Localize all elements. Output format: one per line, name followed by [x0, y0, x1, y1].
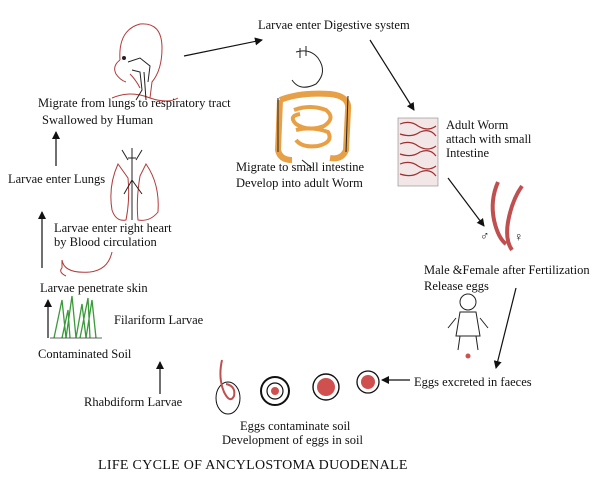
female-symbol: ♀ — [514, 230, 523, 244]
label-eggs-soil-2: Development of eggs in soil — [222, 433, 363, 447]
lungs-heart-illustration — [110, 148, 159, 221]
diagram-title: LIFE CYCLE OF ANCYLOSTOMA DUODENALE — [98, 458, 408, 473]
label-adult-worm-1: Adult Worm — [446, 118, 509, 132]
human-defecating-illustration — [447, 293, 489, 359]
label-male-female-2: Release eggs — [424, 279, 489, 293]
label-eggs-faeces: Eggs excreted in faeces — [414, 375, 532, 389]
egg-stage-2 — [312, 373, 340, 401]
label-male-female-1: Male &Female after Fertilization — [424, 263, 590, 277]
arrow-intestine-to-worms — [447, 177, 485, 227]
label-migrate-lungs: Migrate from lungs to respiratory tract — [38, 96, 231, 110]
label-migrate-intestine-1: Migrate to small intestine — [236, 160, 365, 174]
label-penetrate-skin: Larvae penetrate skin — [40, 281, 148, 295]
cycle-arrows — [38, 37, 517, 394]
arrow-worms-to-eggs — [493, 287, 517, 369]
male-symbol: ♂ — [480, 229, 489, 243]
egg-stage-1 — [356, 370, 380, 394]
contaminated-soil-illustration — [50, 295, 102, 339]
human-head-illustration — [111, 23, 179, 102]
label-adult-worm-3: Intestine — [446, 146, 489, 160]
label-eggs-soil-1: Eggs contaminate soil — [240, 419, 351, 433]
label-larvae-heart-1: Larvae enter right heart — [54, 221, 172, 235]
adult-worms-illustration — [490, 181, 524, 252]
label-contaminated-soil: Contaminated Soil — [38, 347, 132, 361]
label-adult-worm-2: attach with small — [446, 132, 532, 146]
label-swallowed: Swallowed by Human — [42, 113, 154, 127]
egg-development-illustration — [215, 359, 380, 415]
label-larvae-heart-2: by Blood circulation — [54, 235, 158, 249]
egg-stage-3 — [260, 376, 290, 406]
small-intestine-illustration — [397, 117, 439, 187]
label-larvae-lungs: Larvae enter Lungs — [8, 172, 105, 186]
arrow-digestive-to-intestine — [369, 39, 415, 111]
digestive-system-illustration — [274, 46, 352, 169]
label-larvae-digestive: Larvae enter Digestive system — [258, 18, 410, 32]
foot-skin-illustration — [60, 251, 113, 277]
diagram-labels: Larvae enter Digestive system Migrate fr… — [8, 18, 590, 473]
arrow-head-to-digestive — [183, 37, 263, 57]
label-migrate-intestine-2: Develop into adult Worm — [236, 176, 363, 190]
label-filariform: Filariform Larvae — [114, 313, 204, 327]
label-rhabdiform: Rhabdiform Larvae — [84, 395, 183, 409]
egg-stage-4-larva — [215, 359, 241, 415]
